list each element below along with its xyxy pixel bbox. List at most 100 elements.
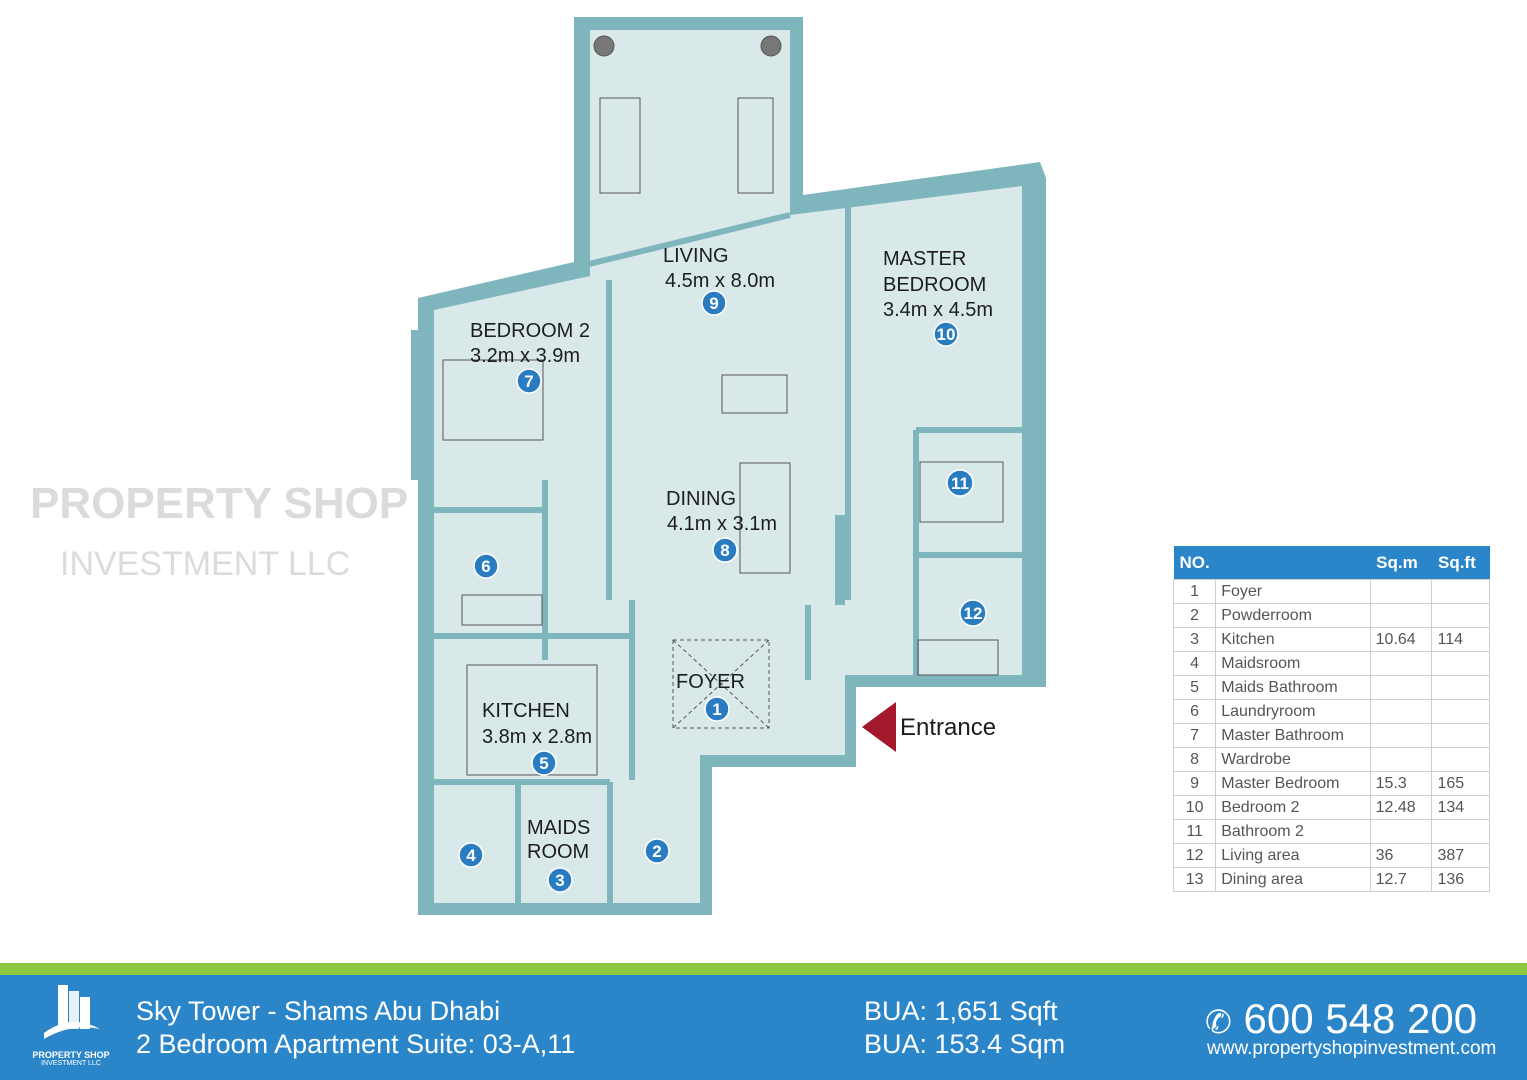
cell-name: Powderroom bbox=[1215, 603, 1371, 628]
svg-text:6: 6 bbox=[481, 557, 490, 576]
cell-no: 1 bbox=[1172, 579, 1217, 604]
header-no: NO. bbox=[1173, 546, 1216, 580]
watermark: PROPERTY SHOP INVESTMENT LLC bbox=[30, 479, 408, 583]
room-marker: 7 bbox=[516, 368, 542, 394]
room-marker: 8 bbox=[712, 537, 738, 563]
cell-sqft: 165 bbox=[1431, 771, 1490, 796]
svg-text:MAIDS: MAIDS bbox=[527, 817, 590, 839]
building-logo-icon bbox=[44, 985, 100, 1039]
project-title: Sky Tower - Shams Abu Dhabi bbox=[136, 996, 501, 1026]
phone-number[interactable]: ✆ 600 548 200 bbox=[1205, 995, 1477, 1043]
bua-sqft: BUA: 1,651 Sqft bbox=[864, 996, 1058, 1026]
header-sqft: Sq.ft bbox=[1431, 546, 1490, 580]
cell-sqm: 36 bbox=[1369, 843, 1433, 868]
svg-text:PROPERTY SHOP: PROPERTY SHOP bbox=[30, 479, 408, 528]
room-marker: 5 bbox=[531, 750, 557, 776]
floor-area bbox=[434, 30, 1022, 903]
cell-sqft bbox=[1431, 651, 1490, 676]
cell-sqm bbox=[1369, 819, 1433, 844]
cell-sqft: 136 bbox=[1431, 867, 1490, 892]
table-header: NO. Sq.m Sq.ft bbox=[1173, 546, 1490, 580]
room-marker: 3 bbox=[547, 867, 573, 893]
cell-sqm bbox=[1369, 579, 1433, 604]
interior-walls bbox=[411, 200, 1041, 903]
cell-sqm: 12.7 bbox=[1369, 867, 1433, 892]
cell-no: 13 bbox=[1172, 867, 1217, 892]
svg-text:DINING: DINING bbox=[666, 488, 736, 510]
floor-plan: PROPERTY SHOP INVESTMENT LLC LIVING 4.5m… bbox=[30, 17, 1046, 915]
marker-4: 4 bbox=[458, 842, 484, 868]
cell-sqm bbox=[1369, 675, 1433, 700]
cell-no: 12 bbox=[1172, 843, 1217, 868]
suite-info: 2 Bedroom Apartment Suite: 03-A,11 bbox=[136, 1029, 576, 1059]
cell-name: Dining area bbox=[1215, 867, 1371, 892]
svg-text:3.8m x 2.8m: 3.8m x 2.8m bbox=[482, 726, 592, 748]
cell-sqm: 12.48 bbox=[1369, 795, 1433, 820]
header-sqm: Sq.m bbox=[1370, 546, 1432, 580]
cell-name: Bedroom 2 bbox=[1215, 795, 1371, 820]
cell-name: Wardrobe bbox=[1215, 747, 1371, 772]
logo-line-2: INVESTMENT LLC bbox=[41, 1060, 101, 1067]
cell-name: Laundryroom bbox=[1215, 699, 1371, 724]
cell-sqft: 134 bbox=[1431, 795, 1490, 820]
svg-text:11: 11 bbox=[951, 474, 969, 493]
cell-sqm bbox=[1369, 723, 1433, 748]
marker-2: 2 bbox=[644, 838, 670, 864]
svg-text:LIVING: LIVING bbox=[663, 245, 729, 267]
cell-name: Master Bathroom bbox=[1215, 723, 1371, 748]
svg-text:10: 10 bbox=[937, 325, 956, 344]
room-kitchen: KITCHEN 3.8m x 2.8m 5 bbox=[482, 700, 592, 776]
cell-no: 3 bbox=[1172, 627, 1217, 652]
svg-text:BEDROOM: BEDROOM bbox=[883, 274, 986, 296]
website-link[interactable]: www.propertyshopinvestment.com bbox=[1207, 1038, 1497, 1059]
footer: PROPERTY SHOP INVESTMENT LLC Sky Tower -… bbox=[0, 975, 1527, 1080]
svg-text:3: 3 bbox=[555, 871, 564, 890]
cell-sqft: 114 bbox=[1431, 627, 1490, 652]
cell-no: 6 bbox=[1172, 699, 1217, 724]
cell-name: Living area bbox=[1215, 843, 1371, 868]
room-marker: 1 bbox=[704, 696, 730, 722]
svg-text:1: 1 bbox=[712, 700, 721, 719]
svg-text:5: 5 bbox=[539, 754, 548, 773]
svg-text:ROOM: ROOM bbox=[527, 841, 589, 863]
room-foyer: FOYER 1 bbox=[676, 671, 745, 722]
cell-name: Maidsroom bbox=[1215, 651, 1371, 676]
room-maids: MAIDS ROOM 3 bbox=[527, 817, 590, 893]
svg-text:12: 12 bbox=[964, 604, 983, 623]
cell-name: Bathroom 2 bbox=[1215, 819, 1371, 844]
svg-text:4.1m x 3.1m: 4.1m x 3.1m bbox=[667, 513, 777, 535]
cell-sqft bbox=[1431, 723, 1490, 748]
svg-text:KITCHEN: KITCHEN bbox=[482, 700, 570, 722]
header-name bbox=[1215, 546, 1371, 580]
svg-text:BEDROOM 2: BEDROOM 2 bbox=[470, 320, 590, 342]
room-master-bedroom: MASTER BEDROOM 3.4m x 4.5m 10 bbox=[883, 248, 993, 347]
svg-text:3.2m x 3.9m: 3.2m x 3.9m bbox=[470, 345, 580, 367]
cell-no: 10 bbox=[1172, 795, 1217, 820]
furniture bbox=[442, 35, 1004, 776]
svg-text:8: 8 bbox=[720, 541, 729, 560]
cell-sqm: 10.64 bbox=[1369, 627, 1433, 652]
marker-6: 6 bbox=[473, 553, 499, 579]
phone-icon: ✆ bbox=[1205, 1004, 1232, 1040]
cell-sqm: 15.3 bbox=[1369, 771, 1433, 796]
cell-no: 9 bbox=[1172, 771, 1217, 796]
marker-12: 12 bbox=[959, 599, 987, 627]
cell-no: 11 bbox=[1172, 819, 1217, 844]
svg-text:2: 2 bbox=[652, 842, 661, 861]
entrance-label: Entrance bbox=[900, 714, 996, 741]
cell-sqft: 387 bbox=[1431, 843, 1490, 868]
entrance-arrow-icon bbox=[862, 702, 896, 752]
cell-sqft bbox=[1431, 819, 1490, 844]
cell-sqm bbox=[1369, 603, 1433, 628]
